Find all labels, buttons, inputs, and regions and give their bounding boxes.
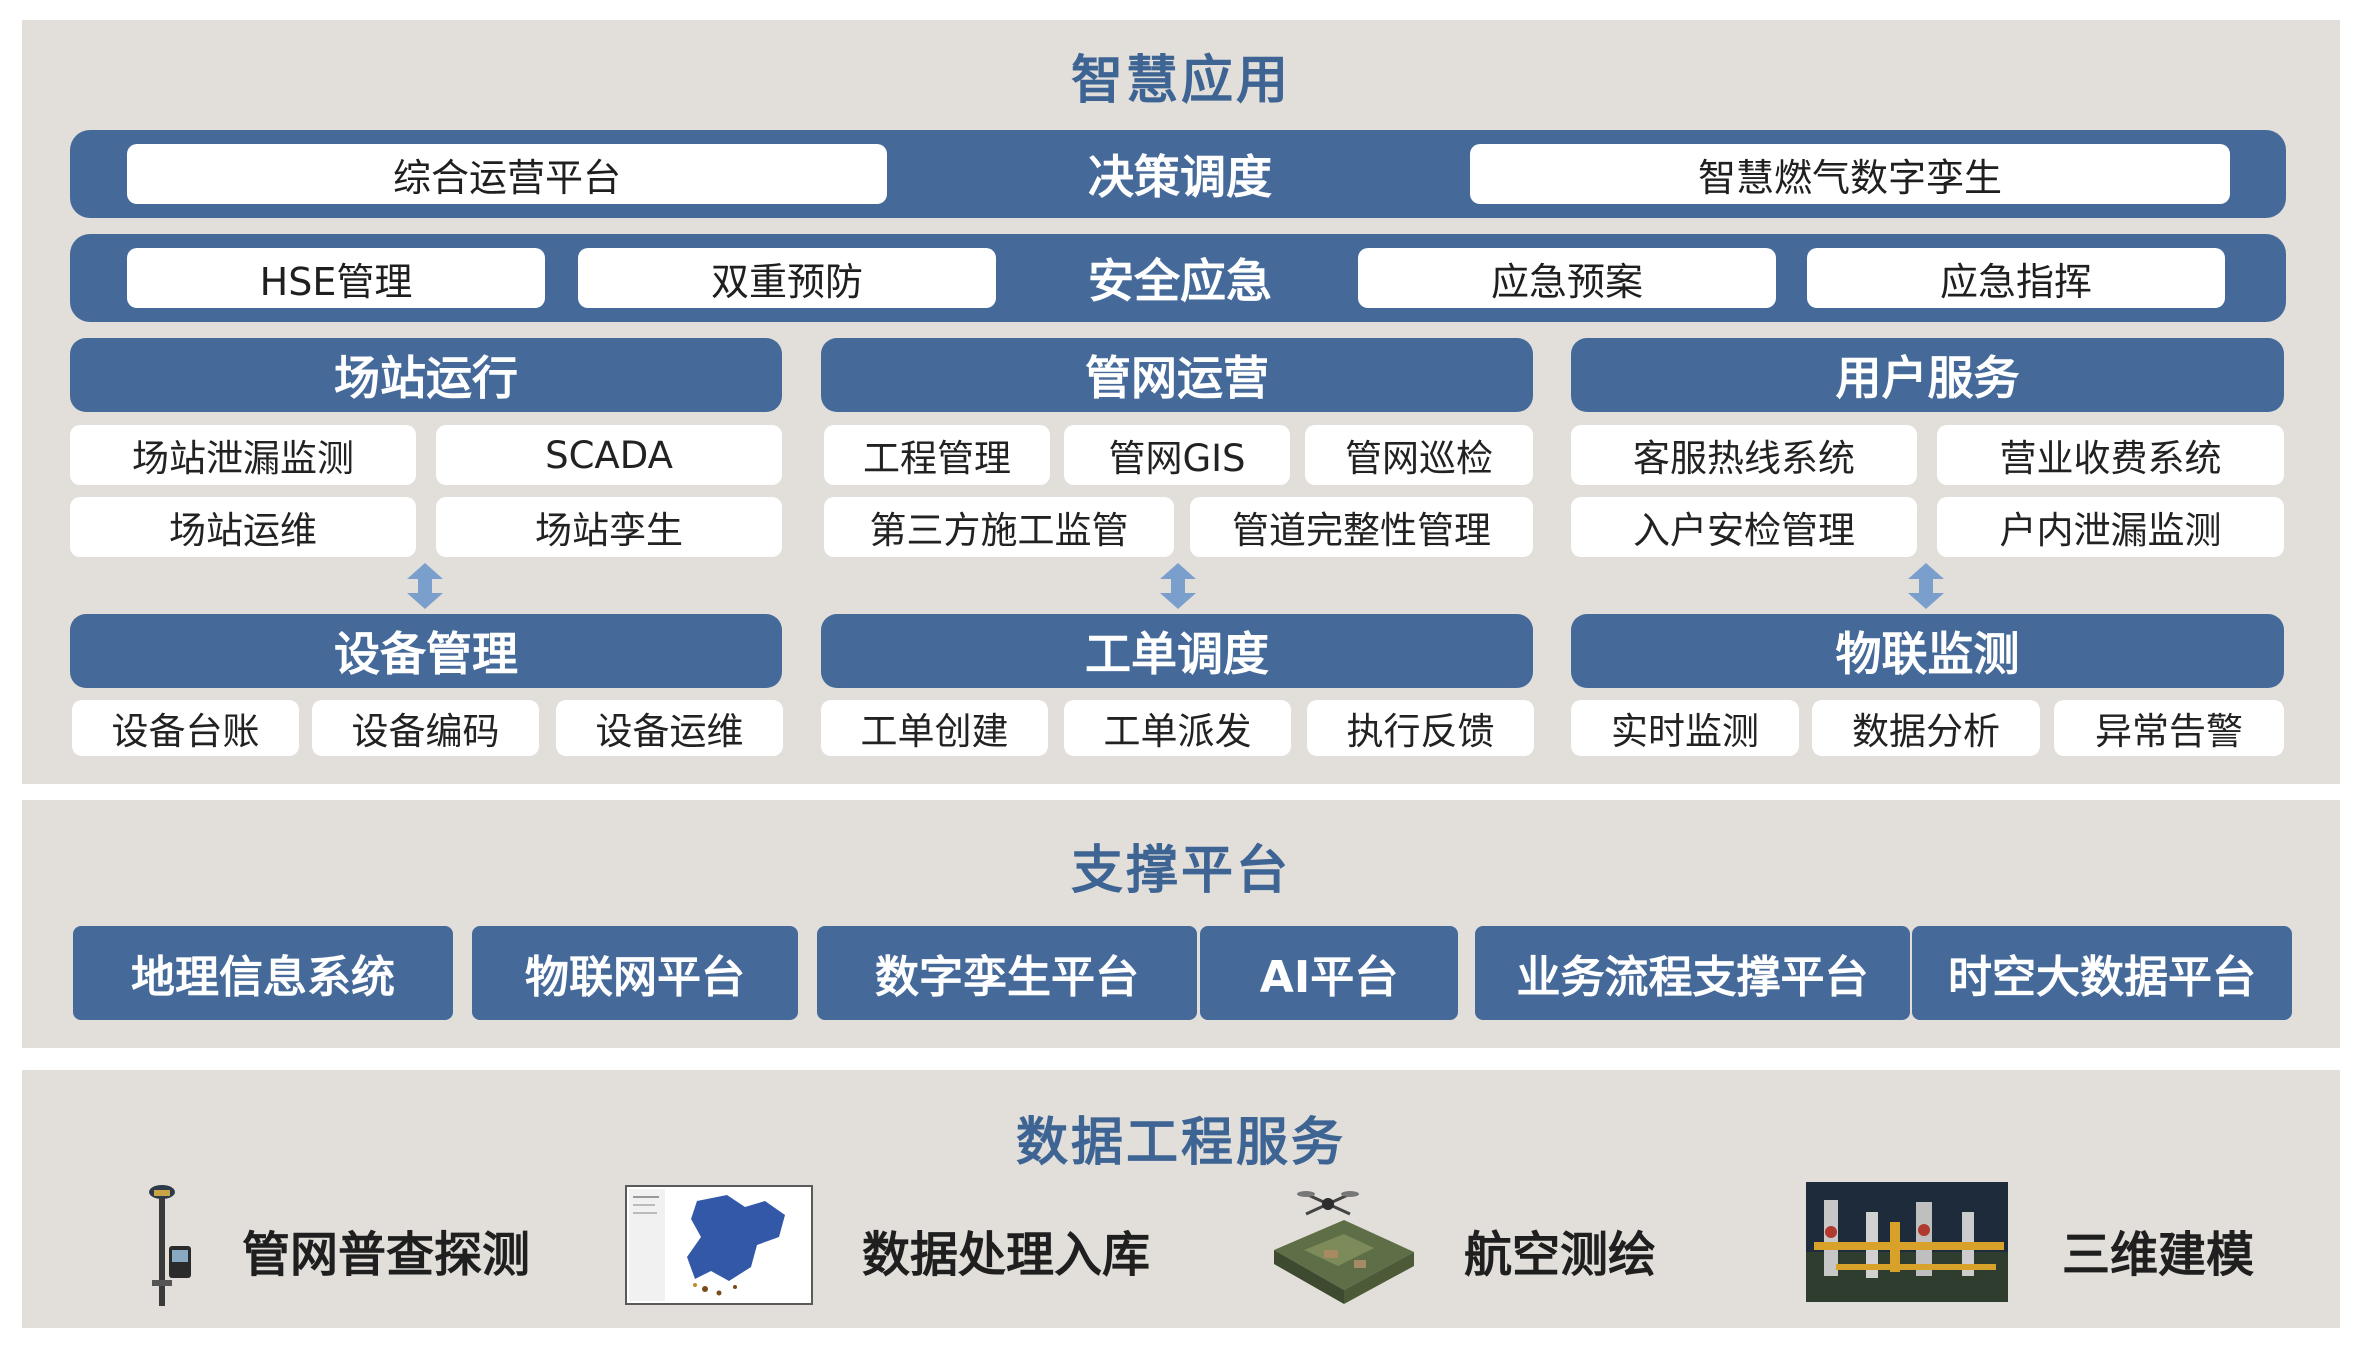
user-hotline[interactable]: 客服热线系统 (1571, 425, 1917, 485)
safety-item-hse[interactable]: HSE管理 (127, 248, 545, 308)
pipeline-project-mgmt[interactable]: 工程管理 (824, 425, 1050, 485)
aerial-drone-model-icon (1274, 1191, 1414, 1304)
equipment-mgmt-header[interactable]: 设备管理 (70, 614, 782, 688)
3d-station-model-icon (1806, 1182, 2008, 1302)
pipeline-third-party[interactable]: 第三方施工监管 (824, 497, 1174, 557)
work-order-header[interactable]: 工单调度 (821, 614, 1533, 688)
support-iot-platform[interactable]: 物联网平台 (472, 926, 798, 1020)
bidirectional-arrow-icon (407, 563, 443, 609)
data-service-title: 数据工程服务 (1015, 1113, 1346, 1173)
safety-item-emergency-plan[interactable]: 应急预案 (1358, 248, 1776, 308)
pipeline-gis[interactable]: 管网GIS (1064, 425, 1290, 485)
decision-label: 决策调度 (1088, 150, 1272, 204)
bidirectional-arrow-icon (1160, 563, 1196, 609)
support-gis[interactable]: 地理信息系统 (73, 926, 453, 1020)
decision-item-ops-platform[interactable]: 综合运营平台 (127, 144, 887, 204)
station-twin[interactable]: 场站孪生 (436, 497, 782, 557)
gis-map-screenshot-icon (625, 1185, 813, 1305)
user-safety-inspection[interactable]: 入户安检管理 (1571, 497, 1917, 557)
smart-apps-title: 智慧应用 (1070, 51, 1291, 111)
work-order-dispatch[interactable]: 工单派发 (1064, 700, 1291, 756)
data-service-survey-label: 管网普查探测 (242, 1227, 531, 1283)
equipment-ledger[interactable]: 设备台账 (72, 700, 299, 756)
pipeline-integrity[interactable]: 管道完整性管理 (1190, 497, 1533, 557)
iot-analysis[interactable]: 数据分析 (1812, 700, 2040, 756)
support-digital-twin[interactable]: 数字孪生平台 (817, 926, 1197, 1020)
support-ai[interactable]: AI平台 (1200, 926, 1458, 1020)
station-scada[interactable]: SCADA (436, 425, 782, 485)
equipment-maintenance[interactable]: 设备运维 (556, 700, 783, 756)
iot-monitor-header[interactable]: 物联监测 (1571, 614, 2284, 688)
support-spatiotemporal[interactable]: 时空大数据平台 (1912, 926, 2292, 1020)
decision-item-digital-twin[interactable]: 智慧燃气数字孪生 (1470, 144, 2230, 204)
user-billing[interactable]: 营业收费系统 (1937, 425, 2284, 485)
user-indoor-leak[interactable]: 户内泄漏监测 (1937, 497, 2284, 557)
pipeline-patrol[interactable]: 管网巡检 (1305, 425, 1533, 485)
data-service-processing-label: 数据处理入库 (862, 1227, 1151, 1283)
support-title: 支撑平台 (1070, 841, 1291, 901)
iot-alert[interactable]: 异常告警 (2054, 700, 2284, 756)
work-order-create[interactable]: 工单创建 (821, 700, 1048, 756)
safety-item-dual-prevention[interactable]: 双重预防 (578, 248, 996, 308)
safety-label: 安全应急 (1088, 254, 1272, 308)
data-service-aerial-label: 航空测绘 (1464, 1227, 1657, 1283)
station-ops-header[interactable]: 场站运行 (70, 338, 782, 412)
work-order-feedback[interactable]: 执行反馈 (1307, 700, 1534, 756)
support-bpm[interactable]: 业务流程支撑平台 (1475, 926, 1910, 1020)
data-service-3d-label: 三维建模 (2062, 1227, 2255, 1283)
station-maintenance[interactable]: 场站运维 (70, 497, 416, 557)
bidirectional-arrow-icon (1908, 563, 1944, 609)
safety-item-emergency-command[interactable]: 应急指挥 (1807, 248, 2225, 308)
survey-gnss-receiver-icon (149, 1185, 191, 1306)
station-leak-monitor[interactable]: 场站泄漏监测 (70, 425, 416, 485)
iot-realtime[interactable]: 实时监测 (1571, 700, 1799, 756)
pipeline-ops-header[interactable]: 管网运营 (821, 338, 1533, 412)
user-service-header[interactable]: 用户服务 (1571, 338, 2284, 412)
equipment-coding[interactable]: 设备编码 (312, 700, 539, 756)
